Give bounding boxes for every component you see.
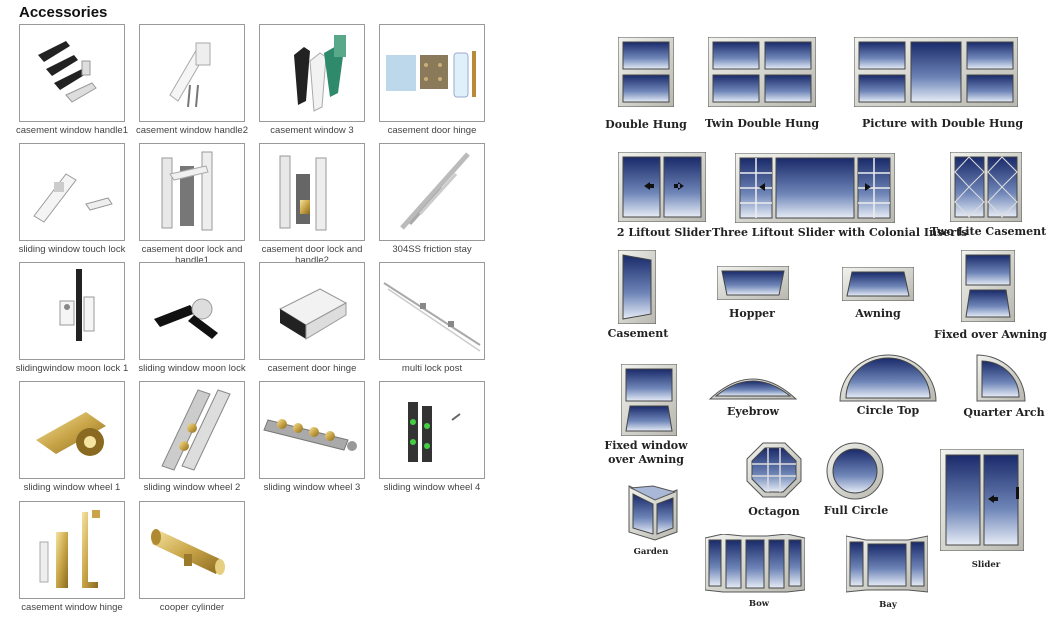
accessory-image [139,24,245,122]
accessory-image [259,24,365,122]
window-style-label: Picture with Double Hung [862,117,1024,130]
accessory-label: casement window handle1 [16,125,128,136]
window-eyebrow[interactable] [708,367,798,401]
window-slider[interactable] [940,449,1024,551]
accessory-image [19,381,125,479]
window-style-label: Fixed window over Awning [604,439,688,466]
accessory-label: casement window handle2 [136,125,248,136]
accessory-label: casement door lock and handle1 [141,244,243,266]
window-2-liftout-slider[interactable] [618,152,706,222]
accessory-label: casement door hinge [267,363,357,374]
accessory-label: casement door hinge [387,125,477,136]
accessory-label: sliding window wheel 2 [143,482,241,493]
accessory-label: sliding window wheel 3 [263,482,361,493]
window-bow[interactable] [705,534,805,594]
accessory-image [259,143,365,241]
window-double-hung[interactable] [618,37,674,107]
accessory-image [379,143,485,241]
window-style-label: Quarter Arch [963,406,1045,419]
accessory-image [139,381,245,479]
accessory-label: casement window 3 [270,125,354,136]
accessory-image [379,24,485,122]
window-style-label: Eyebrow [726,405,780,418]
accessory-label: cooper cylinder [159,602,225,613]
accessory-image [139,262,245,360]
accessory-label: sliding window moon lock [138,363,246,374]
window-style-label: Circle Top [856,404,920,417]
window-style-label: Bow [748,599,770,609]
window-twin-double-hung[interactable] [708,37,816,107]
window-two-lite-casement[interactable] [950,152,1022,222]
accessory-label: casement window hinge [21,602,123,613]
window-casement[interactable] [618,250,656,324]
window-style-label: Full Circle [823,504,889,517]
accessory-label: 304SS friction stay [392,244,472,255]
window-fixed-window-over-awning[interactable] [621,364,677,436]
window-octagon[interactable] [746,442,802,498]
window-style-label: 2 Liftout Slider [616,226,712,239]
accessory-label: sliding window wheel 1 [23,482,121,493]
window-style-label: Fixed over Awning [934,328,1047,341]
accessories-title: Accessories [19,4,108,21]
window-style-label: Three Liftout Slider with Colonial Inser… [712,226,968,239]
window-quarter-arch[interactable] [976,354,1026,402]
accessory-image [259,381,365,479]
window-full-circle[interactable] [826,442,884,500]
accessory-image [139,501,245,599]
accessory-image [19,24,125,122]
window-fixed-over-awning[interactable] [961,250,1015,322]
accessory-image [19,143,125,241]
window-hopper[interactable] [717,266,789,300]
accessory-image [379,262,485,360]
window-style-label: Twin Double Hung [704,117,820,130]
accessory-label: multi lock post [401,363,463,374]
window-style-label: Slider [971,560,1001,570]
window-bay[interactable] [846,534,928,594]
window-style-label: Awning [855,307,901,320]
window-garden[interactable] [625,484,679,542]
window-picture-with-double-hung[interactable] [854,37,1018,107]
window-style-label: Two Lite Casement [930,225,1047,238]
accessory-label: casement door lock and handle2 [261,244,363,266]
accessory-label: sliding window touch lock [18,244,126,255]
accessory-image [379,381,485,479]
accessory-image [139,143,245,241]
accessory-image [259,262,365,360]
window-style-label: Bay [879,600,897,610]
window-style-label: Octagon [748,505,800,518]
window-awning[interactable] [842,267,914,301]
window-style-label: Double Hung [605,118,687,131]
window-three-liftout-slider-colonial[interactable] [735,153,895,223]
accessory-image [19,262,125,360]
window-style-label: Garden [633,547,669,557]
window-circle-top[interactable] [839,354,937,402]
accessory-label: slidingwindow moon lock 1 [15,363,129,374]
window-style-label: Hopper [729,307,775,320]
accessory-label: sliding window wheel 4 [383,482,481,493]
accessory-image [19,501,125,599]
window-style-label: Casement [607,327,669,340]
